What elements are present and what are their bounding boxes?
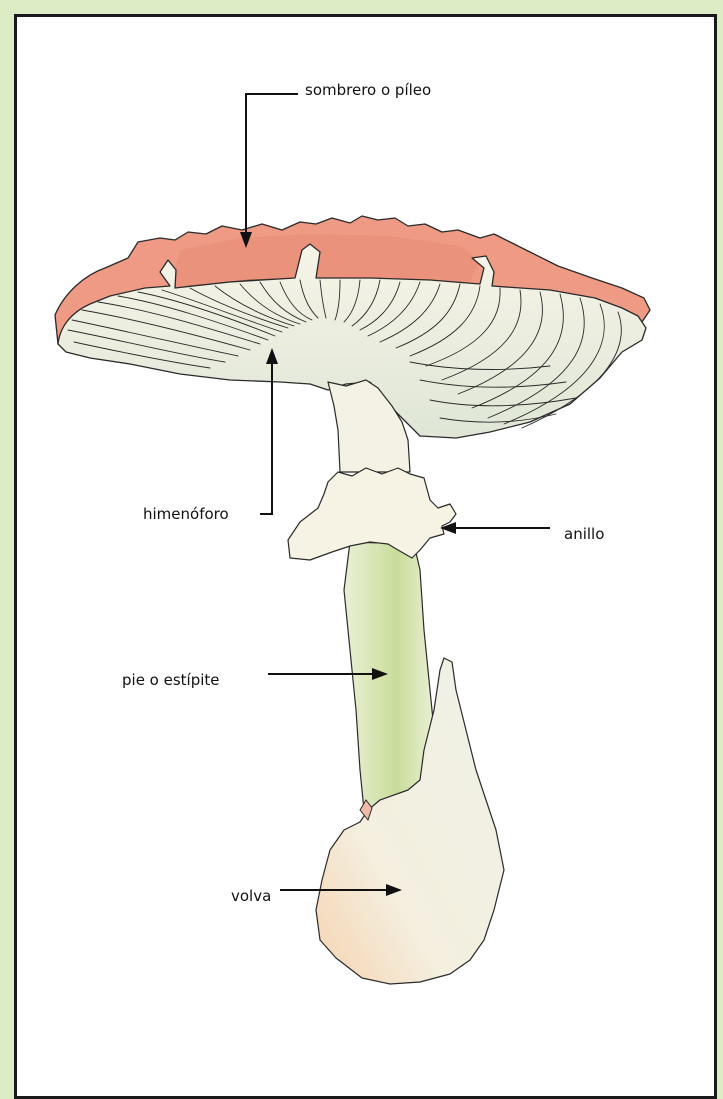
cap-leader	[246, 94, 298, 238]
stem-label: pie o estípite	[122, 671, 220, 689]
gills-label: himenóforo	[143, 505, 229, 523]
ring-label: anillo	[564, 525, 604, 543]
gills-leader	[260, 360, 272, 514]
cap-label: sombrero o píleo	[305, 81, 431, 99]
mushroom-diagram	[17, 17, 717, 1099]
diagram-panel: sombrero o píleo himenóforo anillo pie o…	[14, 14, 717, 1099]
volva-label: volva	[231, 887, 271, 905]
